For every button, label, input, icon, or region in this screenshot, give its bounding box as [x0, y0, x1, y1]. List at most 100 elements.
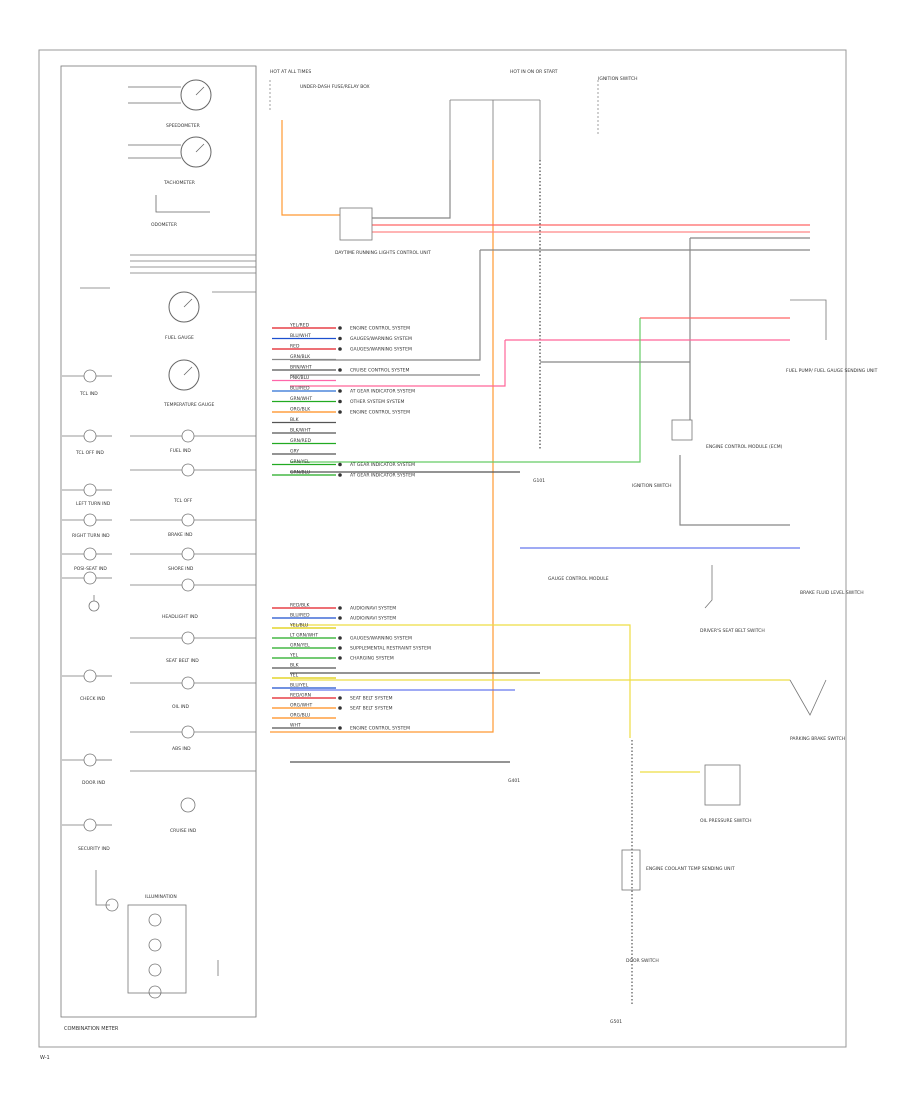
connector-pin-row: BLK: [272, 663, 336, 669]
indicator-label: ABS IND: [172, 746, 191, 752]
pin-terminal: [338, 389, 342, 393]
indicator-labels: TCL IND TCL OFF IND FUEL IND LEFT TURN I…: [72, 391, 199, 852]
connector-pin-row: GRN/YEL AT GEAR INDICATOR SYSTEM: [272, 459, 415, 468]
indicator-label: CRUISE IND: [170, 828, 197, 834]
connector-pin-row: YEL: [272, 673, 336, 679]
pin-terminal: [338, 336, 342, 341]
pin-system-label: GAUGES/WARNING SYSTEM: [350, 336, 412, 342]
connector-pin-row: RED/GRN SEAT BELT SYSTEM: [272, 693, 393, 702]
pin-terminal: [338, 706, 342, 710]
brake-fluid-switch: BRAKE FLUID LEVEL SWITCH: [704, 565, 864, 609]
ground-symbols: G101 G401 G501 DRIVER'S SEAT BELT SWITCH…: [508, 478, 765, 1025]
pin-wire-color: YEL: [289, 653, 299, 659]
gauge-odometer: ODOMETER: [151, 195, 210, 228]
pin-terminal: [338, 347, 342, 351]
seat-belt-label: DRIVER'S SEAT BELT SWITCH: [700, 628, 765, 634]
indicator-column-right: [130, 429, 256, 813]
pin-system-label: AUDIO/NAVI SYSTEM: [350, 616, 396, 622]
wire-green: [290, 318, 641, 463]
pin-wire-color: YEL/BLU: [289, 623, 308, 629]
pin-system-label: AT GEAR INDICATOR SYSTEM: [350, 462, 415, 468]
pin-terminal: [338, 656, 342, 660]
connector-pin-row: GRN/RED: [272, 438, 336, 445]
pin-terminal: [338, 462, 342, 467]
parking-brake-switch: PARKING BRAKE SWITCH: [789, 679, 845, 742]
tachometer-label: TACHOMETER: [163, 180, 195, 186]
fuel-gauge-label: FUEL GAUGE: [165, 335, 194, 341]
pin-wire-color: YEL/RED: [289, 323, 310, 329]
pin-terminal: [338, 616, 342, 620]
pin-system-label: ENGINE CONTROL SYSTEM: [350, 410, 410, 416]
ground-mid-label: G401: [508, 778, 520, 784]
pin-system-label: ENGINE CONTROL SYSTEM: [350, 326, 410, 332]
indicator-column-left: [62, 369, 112, 832]
indicator-label: SECURITY IND: [78, 846, 110, 852]
connector-pin-row: GRY: [272, 449, 336, 455]
relay-left-label: DAYTIME RUNNING LIGHTS CONTROL UNIT: [335, 250, 431, 256]
pin-wire-color: RED/GRN: [290, 693, 311, 699]
pin-wire-color: GRN/BLK: [290, 354, 311, 360]
pin-system-label: GAUGES/WARNING SYSTEM: [350, 636, 412, 642]
parking-brake-label: PARKING BRAKE SWITCH: [790, 736, 845, 742]
cluster-bus-lines: [80, 254, 256, 293]
indicator-label: TCL IND: [79, 391, 98, 397]
pin-terminal: [338, 410, 342, 414]
gauge-tachometer: TACHOMETER: [128, 136, 212, 186]
indicator-label: TCL OFF: [173, 498, 193, 504]
gauge-control-module: GAUGE CONTROL MODULE: [548, 576, 609, 582]
pin-wire-color: BLU/RED: [290, 613, 310, 619]
pin-terminal: [338, 636, 342, 640]
indicator-label: SEAT BELT IND: [166, 658, 199, 664]
pin-terminal: [338, 473, 342, 477]
fuse-box-top: HOT AT ALL TIMES HOT IN ON OR START IGNI…: [269, 69, 638, 160]
ignition-switch-label: IGNITION SWITCH: [632, 483, 672, 489]
pin-wire-color: BLU/YEL: [290, 683, 309, 689]
gauge-speedometer: SPEEDOMETER: [128, 79, 212, 129]
pin-system-label: AUDIO/NAVI SYSTEM: [350, 606, 396, 612]
connector-pin-row: GRN/BLK: [272, 354, 336, 361]
connector-pin-row: PNK/BLU: [272, 375, 336, 382]
illumination-block: [95, 870, 219, 999]
ground-bot-label: G501: [610, 1019, 622, 1025]
fuse-note-right: IGNITION SWITCH: [598, 76, 638, 82]
connector-pin-row: BLU/RED AUDIO/NAVI SYSTEM: [272, 613, 396, 622]
fuse-note-left: UNDER-DASH FUSE/RELAY BOX: [300, 84, 370, 90]
pin-wire-color: WHT: [290, 723, 301, 729]
pin-wire-color: BRN/WHT: [290, 365, 312, 371]
wire-orange: [281, 120, 340, 216]
corner-mark: W-1: [40, 1055, 50, 1061]
pin-wire-color: YEL: [289, 673, 299, 679]
wire-yellow: [290, 624, 631, 738]
connector-pin-row: LT GRN/WHT GAUGES/WARNING SYSTEM: [272, 633, 412, 642]
gauge-fuel: FUEL GAUGE: [165, 291, 200, 341]
outer-frame: [38, 49, 847, 1048]
ignition-switch: IGNITION SWITCH: [632, 483, 672, 489]
connector-pin-row: BLK: [272, 417, 336, 424]
pin-wire-color: LT GRN/WHT: [290, 633, 318, 639]
fuse-top-left-label: HOT AT ALL TIMES: [270, 69, 311, 75]
indicator-label: TCL OFF IND: [75, 450, 104, 456]
connector-pin-row: YEL/BLU: [272, 623, 336, 629]
pin-terminal: [338, 646, 342, 650]
pin-system-label: SEAT BELT SYSTEM: [350, 696, 393, 702]
brake-fluid-label: BRAKE FLUID LEVEL SWITCH: [800, 590, 864, 596]
pin-wire-color: BLK/WHT: [290, 428, 311, 434]
pin-wire-color: BLU/RED: [290, 386, 310, 392]
pin-wire-color: GRN/YEL: [290, 459, 310, 465]
fuse-top-right-label: HOT IN ON OR START: [510, 69, 558, 75]
pin-wire-color: GRN/YEL: [290, 643, 310, 649]
indicator-label: LEFT TURN IND: [76, 501, 111, 507]
fuel-pump: FUEL PUMP/ FUEL GAUGE SENDING UNIT: [786, 299, 878, 374]
